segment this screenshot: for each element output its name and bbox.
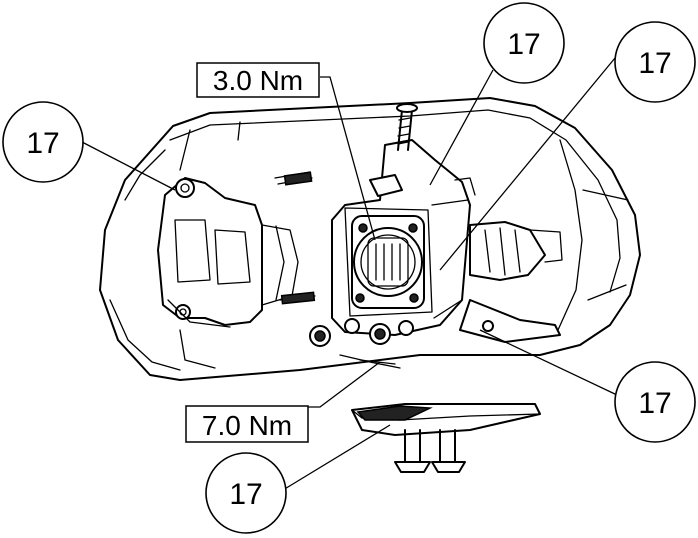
long-screws (274, 171, 316, 305)
callout-label: 17 (507, 28, 540, 61)
top-screw (396, 103, 418, 151)
callout-balloon-1: 17 (2, 101, 84, 183)
torque-label-bottom: 7.0 Nm (185, 405, 309, 443)
callout-balloon-5: 17 (205, 452, 287, 534)
callout-label: 17 (229, 478, 262, 511)
torque-value: 7.0 Nm (202, 410, 292, 441)
right-terminal (459, 221, 563, 343)
bottom-screws (309, 318, 414, 369)
connector-module (331, 139, 476, 336)
leader-lines (81, 57, 618, 491)
callout-balloon-2: 17 (483, 2, 565, 84)
callout-balloon-3: 17 (614, 21, 696, 103)
torque-value: 3.0 Nm (213, 65, 303, 96)
callout-label: 17 (26, 127, 59, 160)
callout-label: 17 (638, 387, 671, 420)
callout-balloon-4: 17 (614, 361, 696, 443)
bottom-plate (351, 403, 541, 473)
torque-label-top: 3.0 Nm (196, 62, 320, 98)
callout-label: 17 (638, 47, 671, 80)
left-clamp (157, 177, 299, 328)
housing-body (99, 97, 641, 381)
